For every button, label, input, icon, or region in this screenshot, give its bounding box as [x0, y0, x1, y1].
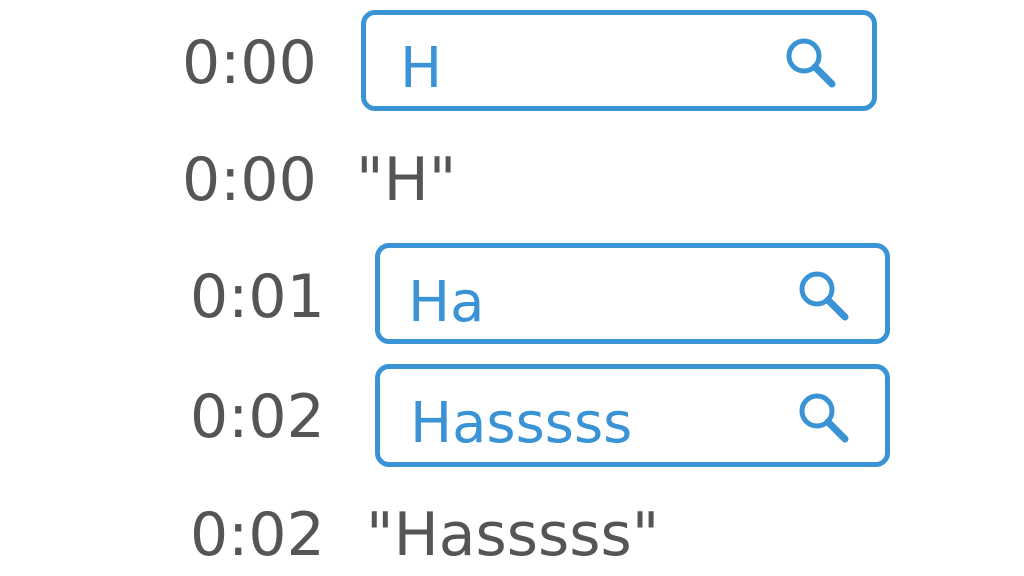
timestamp: 0:00 [182, 145, 317, 215]
search-icon[interactable] [793, 387, 853, 447]
search-input-text[interactable]: Hasssss [410, 391, 633, 456]
sent-query: "Hasssss" [366, 500, 660, 570]
timestamp: 0:00 [182, 28, 317, 98]
search-input-text[interactable]: Ha [408, 270, 485, 335]
search-input-text[interactable]: H [400, 36, 443, 101]
search-icon[interactable] [780, 32, 840, 92]
timestamp: 0:01 [190, 262, 325, 332]
search-icon[interactable] [793, 265, 853, 325]
timestamp: 0:02 [190, 382, 325, 452]
search-box[interactable]: Hasssss [375, 364, 890, 467]
timestamp: 0:02 [190, 500, 325, 570]
sent-query: "H" [356, 145, 457, 215]
search-box[interactable]: Ha [375, 243, 890, 344]
search-box[interactable]: H [361, 10, 877, 111]
